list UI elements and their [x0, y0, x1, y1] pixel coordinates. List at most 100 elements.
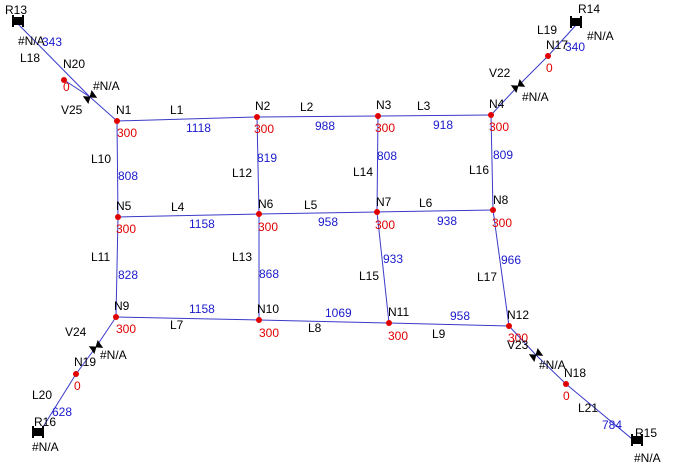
node-label-n19: N19 — [74, 355, 96, 369]
node-value-n7: 300 — [375, 218, 395, 232]
node-label-n1: N1 — [116, 103, 132, 117]
pipe-l8[interactable] — [258, 319, 390, 324]
reservoir-value-r16: #N/A — [32, 440, 59, 454]
node-n12[interactable] — [506, 323, 512, 329]
valve-v24[interactable] — [88, 339, 104, 355]
reservoir-icon — [32, 428, 44, 436]
reservoir-r15[interactable] — [631, 434, 643, 446]
reservoir-icon-wall — [12, 15, 14, 27]
reservoir-icon — [12, 17, 24, 25]
pipe-l9[interactable] — [388, 322, 510, 327]
pipe-segment[interactable] — [95, 316, 117, 348]
pipe-l6[interactable] — [376, 209, 494, 213]
node-label-n11: N11 — [388, 305, 409, 319]
node-n7[interactable] — [374, 209, 380, 215]
pipe-l2[interactable] — [256, 115, 379, 118]
pipe-label-l11: L11 — [91, 250, 110, 264]
pipe-label-l21: L21 — [578, 401, 598, 415]
pipe-label-l8: L8 — [308, 321, 322, 335]
pipe-l19[interactable] — [547, 24, 577, 57]
node-label-n12: N12 — [507, 308, 529, 322]
valve-icon — [510, 78, 526, 94]
pipe-l15[interactable] — [376, 211, 390, 324]
pipe-l20[interactable] — [37, 373, 77, 436]
reservoir-r13[interactable] — [12, 15, 24, 27]
reservoir-value-r14: #N/A — [587, 29, 614, 43]
valve-label-v24: V24 — [65, 325, 87, 339]
pipe-l18[interactable] — [17, 23, 91, 98]
reservoir-r16[interactable] — [32, 426, 44, 438]
node-n9[interactable] — [113, 314, 119, 320]
node-value-n9: 300 — [116, 322, 136, 336]
pipe-label-l18: L18 — [20, 51, 40, 65]
labels-layer: L11118L2988L3918L41158L5958L6938L71158L8… — [5, 2, 661, 464]
pipe-value-l17: 966 — [501, 253, 521, 267]
node-n1[interactable] — [114, 118, 120, 124]
node-n2[interactable] — [254, 114, 260, 120]
valve-value-v25: #N/A — [93, 79, 120, 93]
reservoir-r14[interactable] — [570, 16, 582, 28]
valve-label-v22: V22 — [489, 66, 511, 80]
node-n18[interactable] — [563, 381, 569, 387]
node-value-n8: 300 — [492, 216, 512, 230]
pipe-segment[interactable] — [517, 55, 549, 87]
node-n6[interactable] — [256, 211, 262, 217]
reservoir-icon-wall — [631, 434, 633, 446]
node-n5[interactable] — [115, 214, 121, 220]
valve-v25[interactable] — [82, 89, 98, 105]
valve-icon — [528, 347, 544, 363]
node-n8[interactable] — [490, 207, 496, 213]
pipe-label-l14: L14 — [353, 165, 373, 179]
pipe-l12[interactable] — [256, 116, 260, 215]
node-n20[interactable] — [61, 77, 67, 83]
node-value-n12: 300 — [508, 331, 528, 345]
valve-label-v23: V23 — [507, 338, 529, 352]
pipe-l14[interactable] — [376, 115, 379, 213]
pipe-value-l7: 1158 — [189, 302, 215, 316]
node-value-n20: 0 — [63, 80, 70, 94]
pipe-l17[interactable] — [492, 209, 510, 327]
pipe-l7[interactable] — [115, 316, 260, 321]
node-n19[interactable] — [73, 371, 79, 377]
node-label-n6: N6 — [258, 197, 274, 211]
pipe-segment[interactable] — [508, 325, 537, 356]
pipe-l11[interactable] — [115, 216, 119, 318]
pipe-value-l8: 1069 — [325, 306, 352, 320]
pipe-label-l7: L7 — [170, 318, 184, 332]
pipe-segment[interactable] — [63, 79, 91, 98]
pipe-l1[interactable] — [116, 116, 258, 122]
node-n10[interactable] — [256, 317, 262, 323]
valve-value-v24: #N/A — [100, 348, 127, 362]
pipe-value-l19: 340 — [565, 40, 585, 54]
node-n17[interactable] — [545, 53, 551, 59]
pipe-l10[interactable] — [116, 120, 119, 218]
pipe-l5[interactable] — [258, 211, 378, 215]
node-n11[interactable] — [386, 320, 392, 326]
pipe-l21[interactable] — [565, 383, 638, 444]
valve-v23[interactable] — [528, 347, 544, 363]
node-value-n3: 300 — [375, 121, 395, 135]
reservoir-value-r15: #N/A — [634, 451, 661, 464]
valve-label-v25: V25 — [61, 103, 83, 117]
pipe-l16[interactable] — [490, 114, 494, 211]
pipe-value-l1: 1118 — [186, 121, 211, 135]
reservoir-icon-wall — [580, 16, 582, 28]
node-label-n2: N2 — [255, 99, 271, 113]
node-n4[interactable] — [488, 112, 494, 118]
pipe-segment[interactable] — [490, 85, 519, 116]
valve-v22[interactable] — [510, 78, 526, 94]
valve-icon — [82, 89, 98, 105]
node-value-n5: 300 — [116, 222, 136, 236]
pipe-segment[interactable] — [89, 96, 118, 122]
pipe-label-l6: L6 — [419, 196, 433, 210]
node-value-n11: 300 — [388, 329, 408, 343]
pipe-value-l3: 918 — [433, 118, 453, 132]
node-n3[interactable] — [375, 113, 381, 119]
pipe-label-l16: L16 — [469, 163, 489, 177]
node-label-n4: N4 — [489, 97, 505, 111]
pipe-label-l5: L5 — [304, 198, 318, 212]
pipe-l4[interactable] — [117, 213, 260, 218]
pipe-l3[interactable] — [377, 114, 492, 117]
pipe-segment[interactable] — [535, 354, 567, 385]
